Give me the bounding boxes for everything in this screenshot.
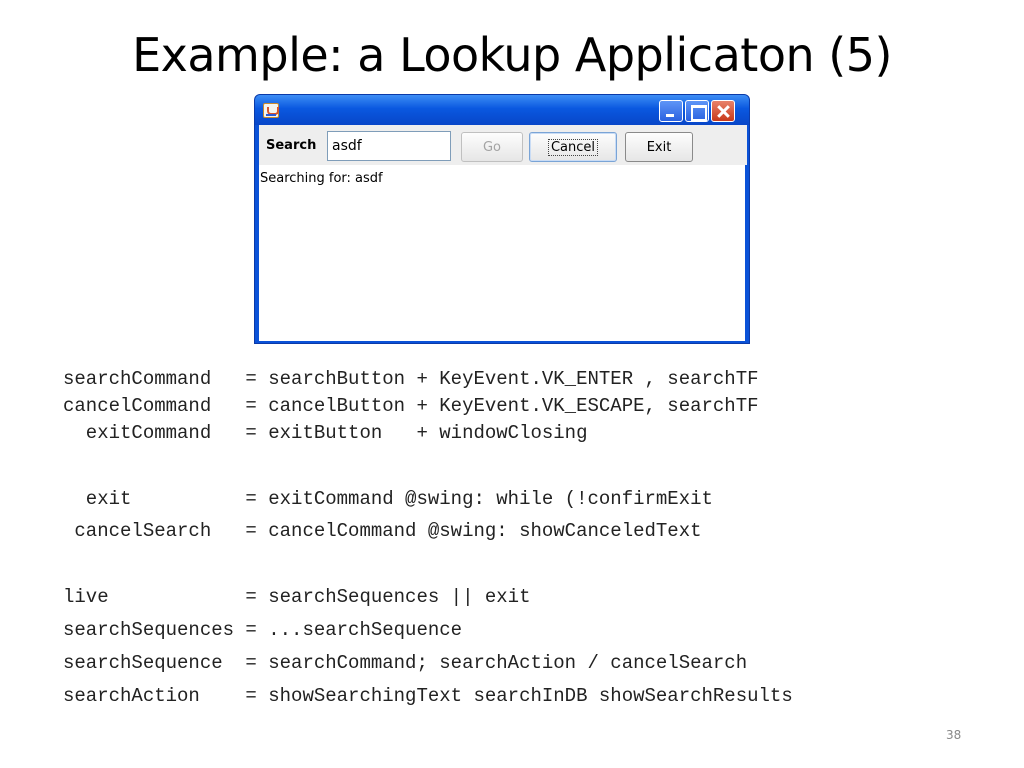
code-line: cancelCommand = cancelButton + KeyEvent.… <box>63 395 759 417</box>
code-line: live = searchSequences || exit <box>63 586 531 608</box>
window-titlebar[interactable] <box>255 95 749 125</box>
search-toolbar: Search Go Cancel Exit <box>259 125 747 165</box>
code-line: exit = exitCommand @swing: while (!confi… <box>63 488 713 510</box>
minimize-icon[interactable] <box>659 100 683 122</box>
code-line: searchSequence = searchCommand; searchAc… <box>63 652 748 674</box>
code-line: searchSequences = ...searchSequence <box>63 619 463 641</box>
cancel-button-label: Cancel <box>547 138 599 156</box>
lookup-window: Search Go Cancel Exit Searching for: asd… <box>254 94 750 344</box>
exit-button[interactable]: Exit <box>625 132 693 162</box>
code-line: cancelSearch = cancelCommand @swing: sho… <box>63 520 702 542</box>
code-line: exitCommand = exitButton + windowClosing <box>63 422 588 444</box>
java-icon[interactable] <box>263 103 279 118</box>
slide-title: Example: a Lookup Applicaton (5) <box>132 28 892 82</box>
search-label: Search <box>266 138 317 153</box>
search-input[interactable] <box>327 131 451 161</box>
code-line: searchAction = showSearchingText searchI… <box>63 685 793 707</box>
code-line: searchCommand = searchButton + KeyEvent.… <box>63 368 759 390</box>
close-icon[interactable] <box>711 100 735 122</box>
page-number: 38 <box>946 728 962 742</box>
cancel-button[interactable]: Cancel <box>529 132 617 162</box>
window-content: Search Go Cancel Exit Searching for: asd… <box>259 125 747 341</box>
go-button[interactable]: Go <box>461 132 523 162</box>
status-text: Searching for: asdf <box>260 171 383 186</box>
maximize-icon[interactable] <box>685 100 709 122</box>
